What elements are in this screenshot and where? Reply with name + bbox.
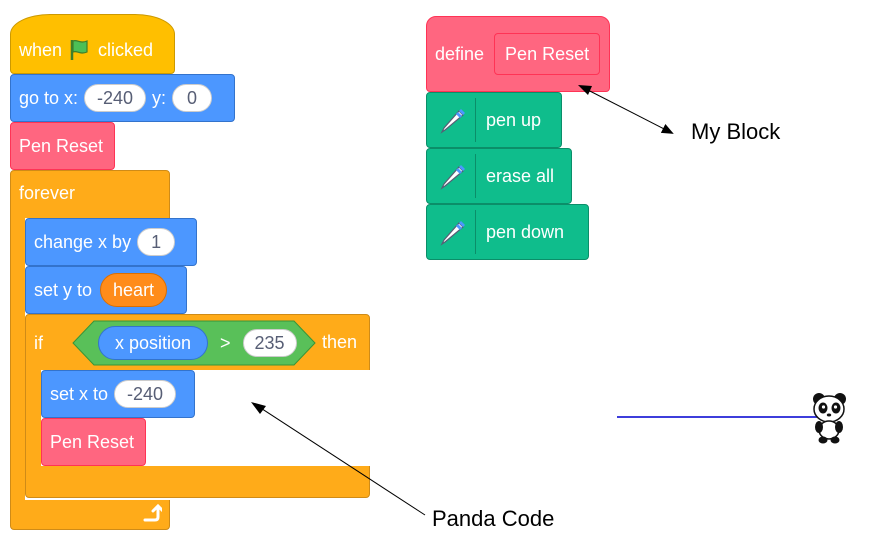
pen-reset-call-block-inner[interactable]: Pen Reset [41, 418, 146, 466]
pen-trail-line [617, 416, 827, 418]
forever-label: forever [19, 183, 76, 203]
set-y-label: set y to [34, 279, 93, 300]
go-to-xy-block[interactable]: go to x: -240 y: 0 [10, 74, 235, 122]
pen-down-block[interactable]: pen down [426, 204, 589, 260]
pen-up-block[interactable]: pen up [426, 92, 562, 148]
erase-all-label: erase all [486, 165, 555, 186]
my-block-annotation: My Block [691, 119, 781, 144]
change-x-block[interactable]: change x by 1 [25, 218, 197, 266]
panda-code-annotation: Panda Code [432, 506, 555, 531]
heart-variable-reporter[interactable]: heart [100, 273, 168, 307]
when-label: when [19, 39, 63, 60]
pen-down-label: pen down [486, 221, 565, 242]
x-input[interactable]: -240 [84, 84, 147, 112]
change-x-input[interactable]: 1 [137, 228, 176, 256]
y-label: y: [152, 87, 167, 108]
define-pen-reset-hat[interactable]: define Pen Reset [426, 16, 610, 92]
set-x-label: set x to [50, 383, 109, 404]
pen-icon [431, 210, 476, 254]
y-input[interactable]: 0 [172, 84, 213, 112]
pen-reset-call-block[interactable]: Pen Reset [10, 122, 115, 170]
set-x-input[interactable]: -240 [114, 380, 177, 408]
define-label: define [435, 43, 485, 64]
pen-reset-prototype[interactable]: Pen Reset [494, 33, 601, 75]
when-flag-clicked-hat[interactable]: when clicked [10, 14, 175, 74]
pen-up-label: pen up [486, 109, 542, 130]
pen-reset-label: Pen Reset [19, 135, 104, 156]
greater-than-symbol: > [220, 332, 231, 353]
comparison-value-input[interactable]: 235 [242, 329, 297, 357]
loop-arrow-icon [140, 503, 165, 525]
greater-than-operator[interactable]: x position > 235 [72, 320, 316, 366]
change-x-label: change x by [34, 231, 132, 252]
x-position-reporter[interactable]: x position [98, 326, 208, 360]
then-label: then [322, 332, 358, 352]
set-x-block[interactable]: set x to -240 [41, 370, 195, 418]
set-y-block[interactable]: set y to heart [25, 266, 187, 314]
erase-all-block[interactable]: erase all [426, 148, 572, 204]
panda-sprite[interactable] [811, 392, 847, 444]
green-flag-icon [68, 38, 92, 62]
my-block-arrow [579, 85, 674, 134]
go-to-x-label: go to x: [19, 87, 79, 108]
pen-icon [431, 154, 476, 198]
clicked-label: clicked [98, 39, 154, 60]
pen-reset-inner-label: Pen Reset [50, 431, 135, 452]
if-label: if [34, 333, 43, 353]
pen-icon [431, 98, 476, 142]
